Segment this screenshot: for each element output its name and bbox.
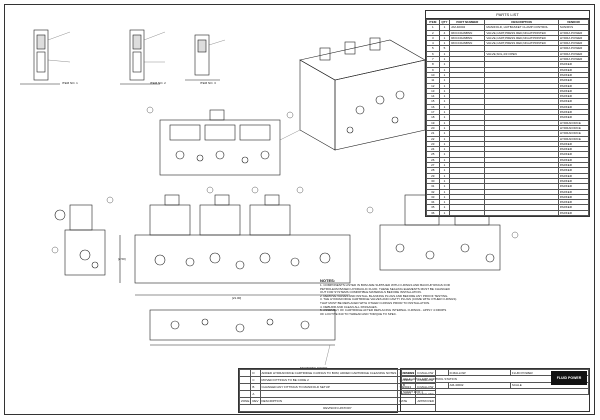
note-line: PETROLEUM BASED HYDRAULIC FLUID. THESE S… [320,286,450,291]
parts-cell-vendor: HYDRA POWER [557,50,590,58]
parts-list: PARTS LIST ITEM QTY PART NUMBER DESCRIPT… [425,10,590,217]
parts-cell-vendor: HYDRAFORCE [557,130,590,137]
manifold-top-view [159,109,281,176]
parts-cell-part [449,209,486,217]
header-vendor: VENDOR [557,18,590,26]
parts-cell-vendor: HYDRA POWER [557,56,590,63]
parts-cell-vendor: PARKER [557,209,590,217]
rev-cell-rev: B [250,383,261,391]
note-line: 2. REMOVE VALVES AND INSTALL BLANKING PL… [320,293,449,298]
doc-number: AM-40002 [447,381,511,389]
company-name: FLUID POWER [509,368,590,377]
note-line: 5. ASSEMBLY OF CARTRIDGE AFTER REPLACING… [320,308,447,313]
rev-cell-zone [238,390,252,398]
rev-cell-rev: A [250,390,261,398]
sheet-number: SHEET 1 OF 1 [401,387,589,396]
parts-cell-item: 36 [426,209,440,217]
parts-cell-qty: 1 [438,209,451,217]
parts-cell-vendor: HYDRAFORCE [557,124,590,132]
notes-block: NOTES: 1. COMPONENTS LISTED IN BOM ARE S… [320,278,520,316]
dimension-height: [2.50] [118,257,126,261]
parts-cell-vendor: HYDRA POWER [557,34,590,42]
parts-cell-vendor: HYDRAFORCE [557,135,590,142]
rev-cell-desc: MOVED FITTINGS TO BE CODE 2 [259,376,399,384]
drawing-title: HELE HUTCLAMP CONTROL STATION [401,375,589,383]
notes-lines: 1. COMPONENTS LISTED IN BOM ARE SUPPLIED… [320,283,520,316]
parts-list-title: PARTS LIST [426,11,589,19]
revision-history-title: REVISION HISTORY [239,404,436,412]
parts-cell-desc: MANIFOLD, HUTBASKET CLAMP CONTROL [484,24,559,31]
note-line: 4. DEBURR AND CLEAN ALL PASSAGES. [320,304,378,309]
note-line: 3. THE HYDRAFORCE CARTRIDGE VALVES AND C… [320,297,457,302]
cartridge-detail-views [20,29,220,85]
notes-title: NOTES: [320,278,336,283]
rev-header-zone: ZONE [238,397,252,405]
drawn-name: D.MALLOW [447,368,511,377]
rev-cell-desc: ADDED HYDRAFORCE CARTRIDGE O-RINGS TO BO… [259,369,399,377]
company-logo: FLUID POWER [551,371,587,385]
rev-cell-rev: C [250,376,261,384]
rev-cell-desc [259,390,399,398]
dimension-width: [21.00] [232,296,242,300]
parts-cell-vendor: HYDRA POWER [557,29,590,36]
rev-cell-zone [238,383,252,391]
parts-list-table: ITEM QTY PART NUMBER DESCRIPTION VENDOR … [426,18,590,217]
isometric-manifold [299,37,426,151]
manifold-front-view [119,194,351,296]
rev-header-desc: DESCRIPTION [259,397,399,405]
note-line: OUT FOR SYSTEMS COMPATIBLE MATERIALS BEF… [320,290,422,295]
parts-cell-vendor: HYDRA POWER [557,45,590,52]
scale: SCALE [509,381,590,389]
sheet-border [4,4,595,415]
manifold-side-view [54,204,106,276]
rev-header-rev: REV [250,397,261,405]
note-line: THAT MUST BE REPLACED WITH OTHER O-RINGS… [320,300,430,305]
parts-cell-vendor: HYDRA POWER [557,40,590,47]
detail-label-b: ITEM NO. 2 [150,81,166,85]
rev-cell-rev: D [250,369,261,377]
parts-cell-vendor: HYDRAFORCE [557,119,590,126]
parts-cell-desc [484,209,559,217]
manifold-bottom-view [149,309,336,346]
rev-cell-desc: CHANGED ANY FITTINGS TO MANIFOLD SETUP [259,383,399,391]
rev-cell-zone [238,376,252,384]
parts-list-header-row: ITEM QTY PART NUMBER DESCRIPTION VENDOR [426,18,590,26]
note-line: OF LOCTITE 640 TO THREAD AND TORQUE TO S… [320,311,397,316]
note-line: 1. COMPONENTS LISTED IN BOM ARE SUPPLIED… [320,283,450,287]
rev-cell-zone [238,369,252,377]
detail-label-c: ITEM NO. 3 [200,81,216,85]
detail-label-a: ITEM NO. 1 [62,81,78,85]
title-block: DRAWN D.MALLOW FLUID POWER HELE HUTCLAMP… [400,368,590,412]
